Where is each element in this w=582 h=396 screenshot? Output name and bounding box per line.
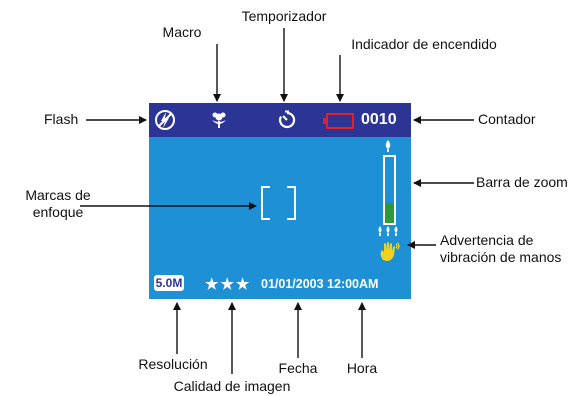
quality-stars: ★★★ [205,276,252,293]
camera-lcd-screen: 0010 5.0M ★★★ 01/01/2003 12:00AM [149,103,411,299]
macro-flower-icon [212,112,226,128]
zoom-bar [383,155,396,225]
status-bar: 0010 [149,103,411,137]
focus-bracket-right [287,186,296,220]
resolution-badge: 5.0M [154,275,184,291]
label-flash: Flash [44,111,79,127]
battery-icon [323,113,354,129]
label-marcas-enfoque-1: Marcas de [25,187,91,203]
label-fecha: Fecha [278,360,318,376]
hand-shake-icon [380,242,400,261]
label-macro: Macro [162,24,202,40]
label-barra-zoom: Barra de zoom [476,174,568,190]
label-indicador-encendido: Indicador de encendido [351,36,497,52]
label-advertencia-2: vibración de manos [440,249,562,265]
shot-counter: 0010 [361,111,397,128]
label-calidad-imagen: Calidad de imagen [173,378,291,394]
zoom-tele-icon [385,140,391,152]
label-marcas-enfoque-2: enfoque [32,204,84,220]
label-contador: Contador [478,111,536,127]
flash-off-icon [155,110,175,130]
label-advertencia-1: Advertencia de [440,232,534,248]
label-temporizador: Temporizador [241,8,327,24]
zoom-bar-fill [385,203,394,223]
self-timer-icon [278,110,296,129]
label-resolucion: Resolución [138,356,208,372]
date-time: 01/01/2003 12:00AM [261,277,379,291]
zoom-wide-icon [378,226,398,236]
focus-bracket-left [261,186,270,220]
label-hora: Hora [346,360,378,376]
